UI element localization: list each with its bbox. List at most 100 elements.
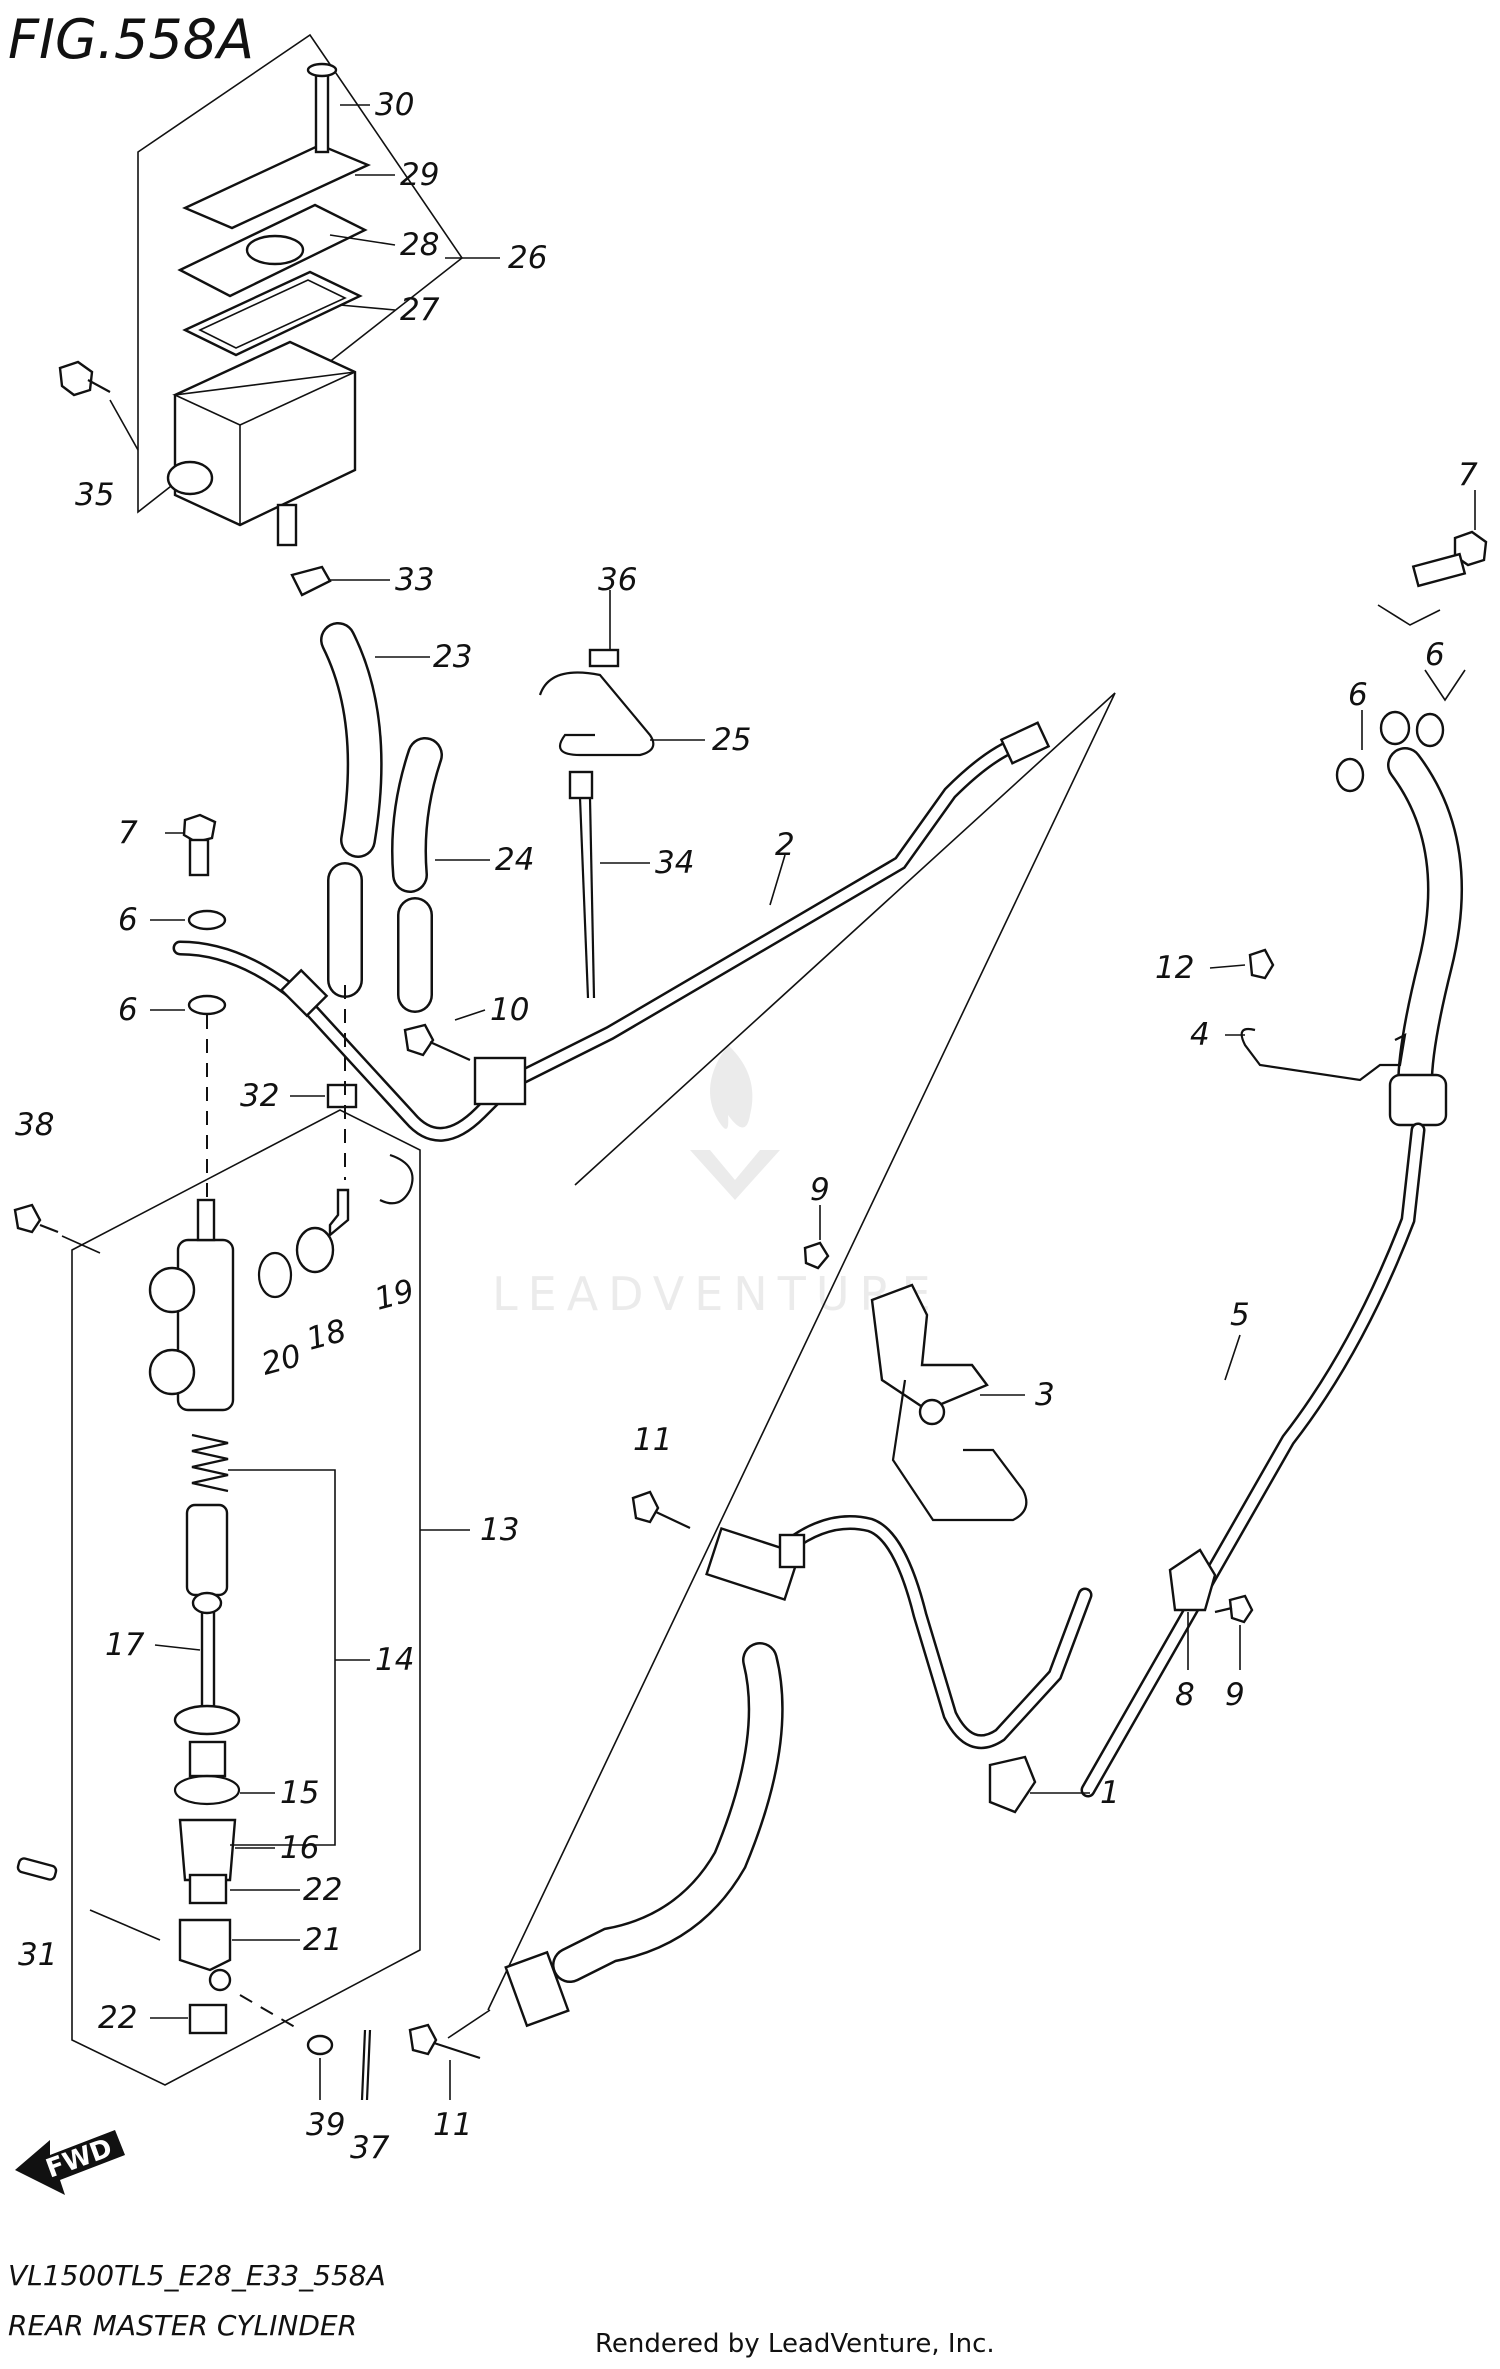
callout-5: 5: [1230, 1297, 1250, 1333]
reservoir-hose: [320, 622, 383, 998]
callout-33: 33: [395, 562, 434, 598]
callout-8: 8: [1175, 1677, 1195, 1713]
callout-30: 30: [375, 87, 414, 123]
cable-tie: [568, 770, 596, 999]
callout-15: 15: [280, 1775, 319, 1811]
callout-39: 39: [306, 2107, 345, 2143]
clamp-25: [538, 648, 655, 757]
clamp-1: [988, 1755, 1037, 1814]
callout-27: 27: [400, 292, 440, 328]
brake-pipe-2: [172, 721, 1051, 1142]
hose-protector: [391, 737, 443, 1013]
clevis: [178, 1918, 232, 1972]
callout-32: 32: [240, 1078, 279, 1114]
nut-22-lower: [188, 2003, 228, 2035]
bolt-11-lower: [408, 2023, 481, 2060]
callout-29: 29: [400, 157, 439, 193]
callout-24: 24: [495, 842, 534, 878]
callout-13: 13: [480, 1512, 519, 1548]
brake-hose-5: [1080, 710, 1463, 1798]
bolt-10: [403, 1023, 471, 1062]
cap-screw: [314, 70, 330, 154]
callout-17: 17: [105, 1627, 145, 1663]
callout-23: 23: [433, 639, 472, 675]
callout-4: 4: [1190, 1017, 1210, 1053]
washer-6-right-a: [1335, 757, 1365, 793]
callout-19: 19: [371, 1273, 418, 1318]
bolt-9-right: [1214, 1594, 1254, 1624]
callout-6-left-a: 6: [118, 902, 138, 938]
bolt-38: [13, 1203, 59, 1234]
clevis-pin: [16, 1857, 58, 1881]
render-credit: Rendered by LeadVenture, Inc.: [595, 2329, 995, 2359]
callout-9-right: 9: [1225, 1677, 1245, 1713]
callout-10: 10: [490, 992, 529, 1028]
washer-6-upper-left: [187, 909, 227, 931]
nut-22-upper: [188, 1873, 228, 1905]
callout-21: 21: [303, 1922, 342, 1958]
piston: [185, 1503, 229, 1597]
callout-3: 3: [1035, 1377, 1055, 1413]
watermark-logo: LEADVENTURE: [492, 1045, 941, 1321]
callout-7-left: 7: [118, 815, 138, 851]
bolt-11-upper: [631, 1490, 691, 1529]
fwd-direction-badge: FWD: [15, 2130, 125, 2195]
callout-25: 25: [712, 722, 751, 758]
callout-2: 2: [775, 827, 795, 863]
master-cylinder-assembly: [71, 1015, 421, 2086]
diaphragm: [182, 270, 363, 357]
diagram-caption: REAR MASTER CYLINDER: [8, 2309, 357, 2342]
washer-6-right-b: [1415, 712, 1445, 748]
clamp-33: [290, 565, 332, 597]
bracket-3: [870, 1283, 1028, 1522]
lower-hose: [504, 1526, 806, 2028]
cotter-pin: [360, 2029, 372, 2101]
callout-7-right: 7: [1458, 457, 1478, 493]
callout-6-right-b: 6: [1348, 677, 1368, 713]
lower-banjo: [504, 1950, 570, 2028]
callout-37: 37: [350, 2130, 390, 2166]
callout-16: 16: [280, 1830, 319, 1866]
watermark-text: LEADVENTURE: [492, 1267, 941, 1321]
callout-1: 1: [1100, 1775, 1120, 1811]
brake-pipe-1: [782, 1515, 1093, 1750]
push-rod: [200, 1603, 216, 1717]
callout-22-lower: 22: [98, 2000, 137, 2036]
banjo-bolt-7-left: [182, 813, 217, 877]
callout-11-lower: 11: [433, 2107, 472, 2143]
washer-39: [306, 2034, 334, 2056]
callout-35: 35: [75, 477, 114, 513]
washer-6-lower-left: [187, 994, 227, 1016]
figure-title: FIG.558A: [8, 8, 254, 71]
clip-32: [326, 1083, 358, 1109]
callout-6-right-a: 6: [1425, 637, 1445, 673]
callout-6-left-b: 6: [118, 992, 138, 1028]
callout-9-upper: 9: [810, 1172, 830, 1208]
model-code: VL1500TL5_E28_E33_558A: [8, 2259, 386, 2292]
reservoir-body: [173, 340, 357, 527]
bolt-35: [58, 360, 111, 397]
boot: [178, 1818, 237, 1882]
callout-18: 18: [303, 1313, 350, 1358]
inlet-fitting: [257, 1153, 414, 1299]
callouts: 30 29 28 27 26 35 33 23 24 25 3 6 34 2 10…: [15, 87, 1478, 2166]
callout-14: 14: [375, 1642, 414, 1678]
callout-34: 34: [655, 845, 694, 881]
callout-31: 31: [18, 1937, 57, 1973]
junction-block: [705, 1526, 801, 1602]
bracket-4: [1240, 1027, 1407, 1082]
callout-22-upper: 22: [303, 1872, 342, 1908]
fwd-label: FWD: [42, 2133, 116, 2184]
reservoir-assembly: [58, 33, 464, 547]
callout-38: 38: [15, 1107, 54, 1143]
clamp-8: [1168, 1548, 1217, 1612]
callout-11-upper: 11: [633, 1422, 672, 1458]
banjo-bolt-7-right: [1411, 530, 1488, 588]
reservoir-cap: [182, 143, 371, 230]
callout-20: 20: [258, 1338, 305, 1383]
pipe-joint: [473, 1056, 527, 1106]
callout-26: 26: [508, 240, 547, 276]
callout-28: 28: [400, 227, 439, 263]
bolt-9-upper: [803, 1241, 830, 1270]
